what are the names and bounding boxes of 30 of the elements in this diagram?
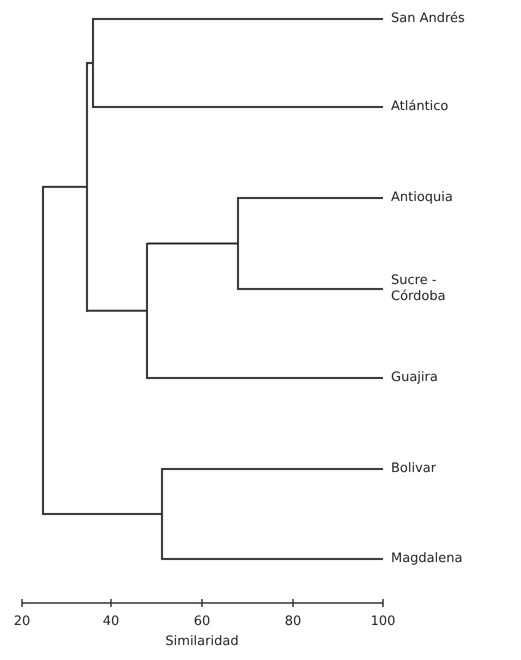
merge-line [42,186,44,515]
tick-label: 100 [370,614,396,629]
branch-line [147,377,383,379]
branch-line [93,106,383,108]
merge-line [146,242,148,379]
leaf-label: San Andrés [383,11,511,27]
branch-line [43,513,161,515]
branch-line [93,18,383,20]
merge-line [92,18,94,108]
tick-label: 20 [12,614,32,629]
branch-line [87,310,146,312]
merge-line [86,62,88,312]
branch-line [238,288,383,290]
tick-label: 40 [102,614,120,629]
leaf-label: Atlántico [383,99,511,115]
axis-title: Similaridad [164,634,240,649]
branch-line [162,468,383,470]
merge-line [161,468,163,560]
leaf-label: Magdalena [383,551,511,567]
leaf-label: Antioquia [383,190,511,206]
tick-label: 60 [192,614,212,629]
branch-line [147,242,237,244]
leaf-label: Bolivar [383,461,511,477]
merge-line [237,197,239,290]
tick-label: 80 [284,614,302,629]
branch-line [162,558,383,560]
leaf-label: Guajira [383,370,511,386]
branch-line [43,186,86,188]
leaf-label: Sucre - Córdoba [383,273,455,305]
branch-line [238,197,383,199]
